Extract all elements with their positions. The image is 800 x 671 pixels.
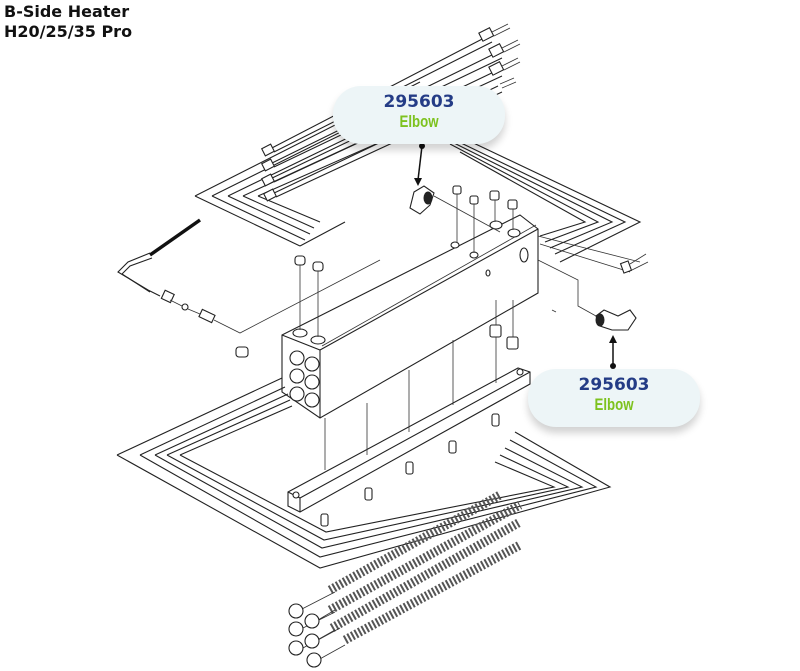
rtd-probe-assembly (117, 218, 381, 334)
part-name: Elbow (399, 112, 439, 131)
port-plugs (235, 185, 519, 380)
diagram-title: B-Side Heater H20/25/35 Pro (4, 2, 132, 42)
part-number: 295603 (578, 375, 650, 395)
part-number: 295603 (383, 92, 455, 112)
title-line-1: B-Side Heater (4, 2, 130, 21)
callout-elbow-top: 295603 Elbow (333, 86, 505, 144)
callout-elbow-bottom: 295603 Elbow (528, 369, 700, 427)
elbow-fitting-top (409, 185, 501, 233)
heater-coil-rods (288, 491, 523, 668)
elbow-fitting-right (537, 235, 649, 331)
callout-pointer-top (414, 143, 425, 186)
part-name: Elbow (594, 395, 634, 414)
callout-pointer-bottom (609, 335, 617, 369)
lower-heater-wire-loops (116, 377, 612, 569)
heater-manifold-block (281, 214, 539, 419)
title-line-2: H20/25/35 Pro (4, 22, 133, 41)
